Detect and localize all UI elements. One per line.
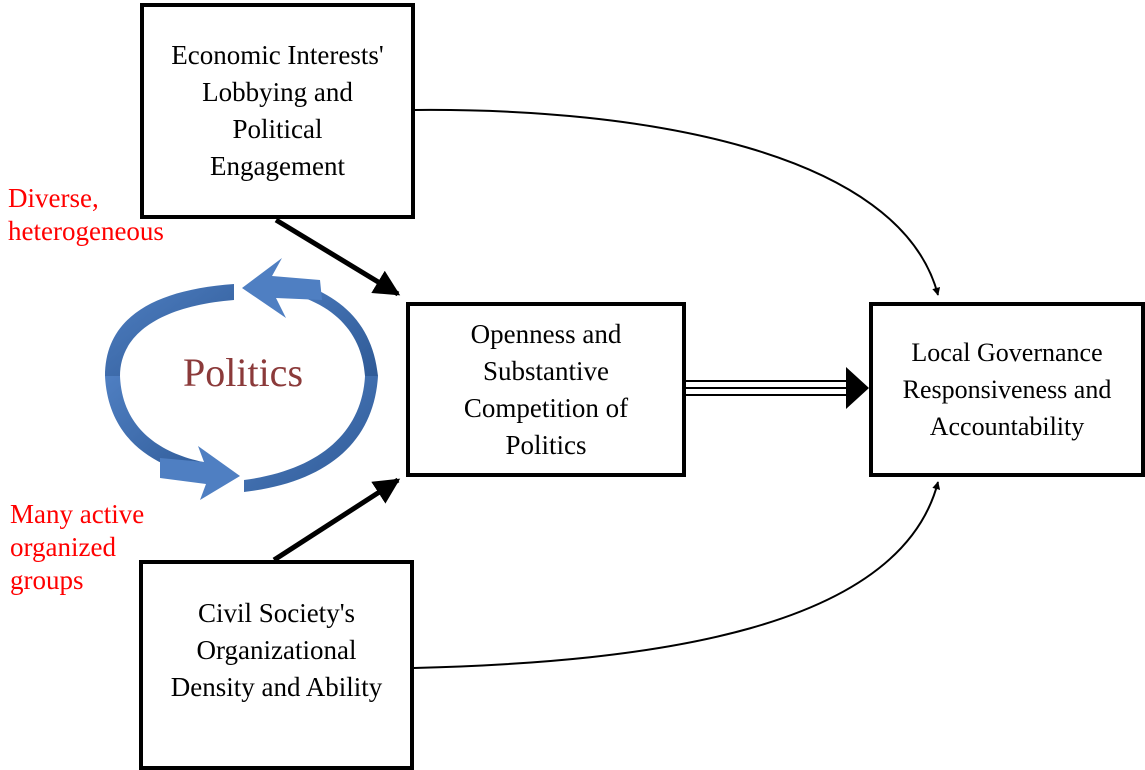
arrow-openness-to-local bbox=[686, 367, 869, 409]
arrow-economic-to-local bbox=[414, 108, 941, 296]
annotation-diverse: Diverse, heterogeneous bbox=[8, 183, 164, 246]
arrow-civil-to-local bbox=[413, 481, 941, 669]
cycle-arrow-upper bbox=[105, 284, 234, 376]
arrow-civil-to-openness bbox=[272, 477, 401, 563]
annotation-organized-groups: Many active organized groups bbox=[10, 499, 145, 595]
cycle-label-politics: Politics bbox=[182, 350, 304, 395]
cycle-arrowhead-top bbox=[242, 258, 322, 318]
node-openness-competition: Openness and Substantive Competition of … bbox=[406, 302, 686, 477]
cycle-arrows-icon bbox=[105, 258, 378, 500]
node-local-governance: Local Governance Responsiveness and Acco… bbox=[869, 302, 1145, 477]
cycle-arrowhead-bottom bbox=[160, 446, 240, 500]
node-civil-society: Civil Society's Organizational Density a… bbox=[139, 560, 414, 770]
arrow-economic-to-openness bbox=[274, 217, 401, 297]
cycle-arrow-lower-right bbox=[244, 376, 378, 492]
node-economic-interests: Economic Interests' Lobbying and Politic… bbox=[140, 3, 415, 219]
